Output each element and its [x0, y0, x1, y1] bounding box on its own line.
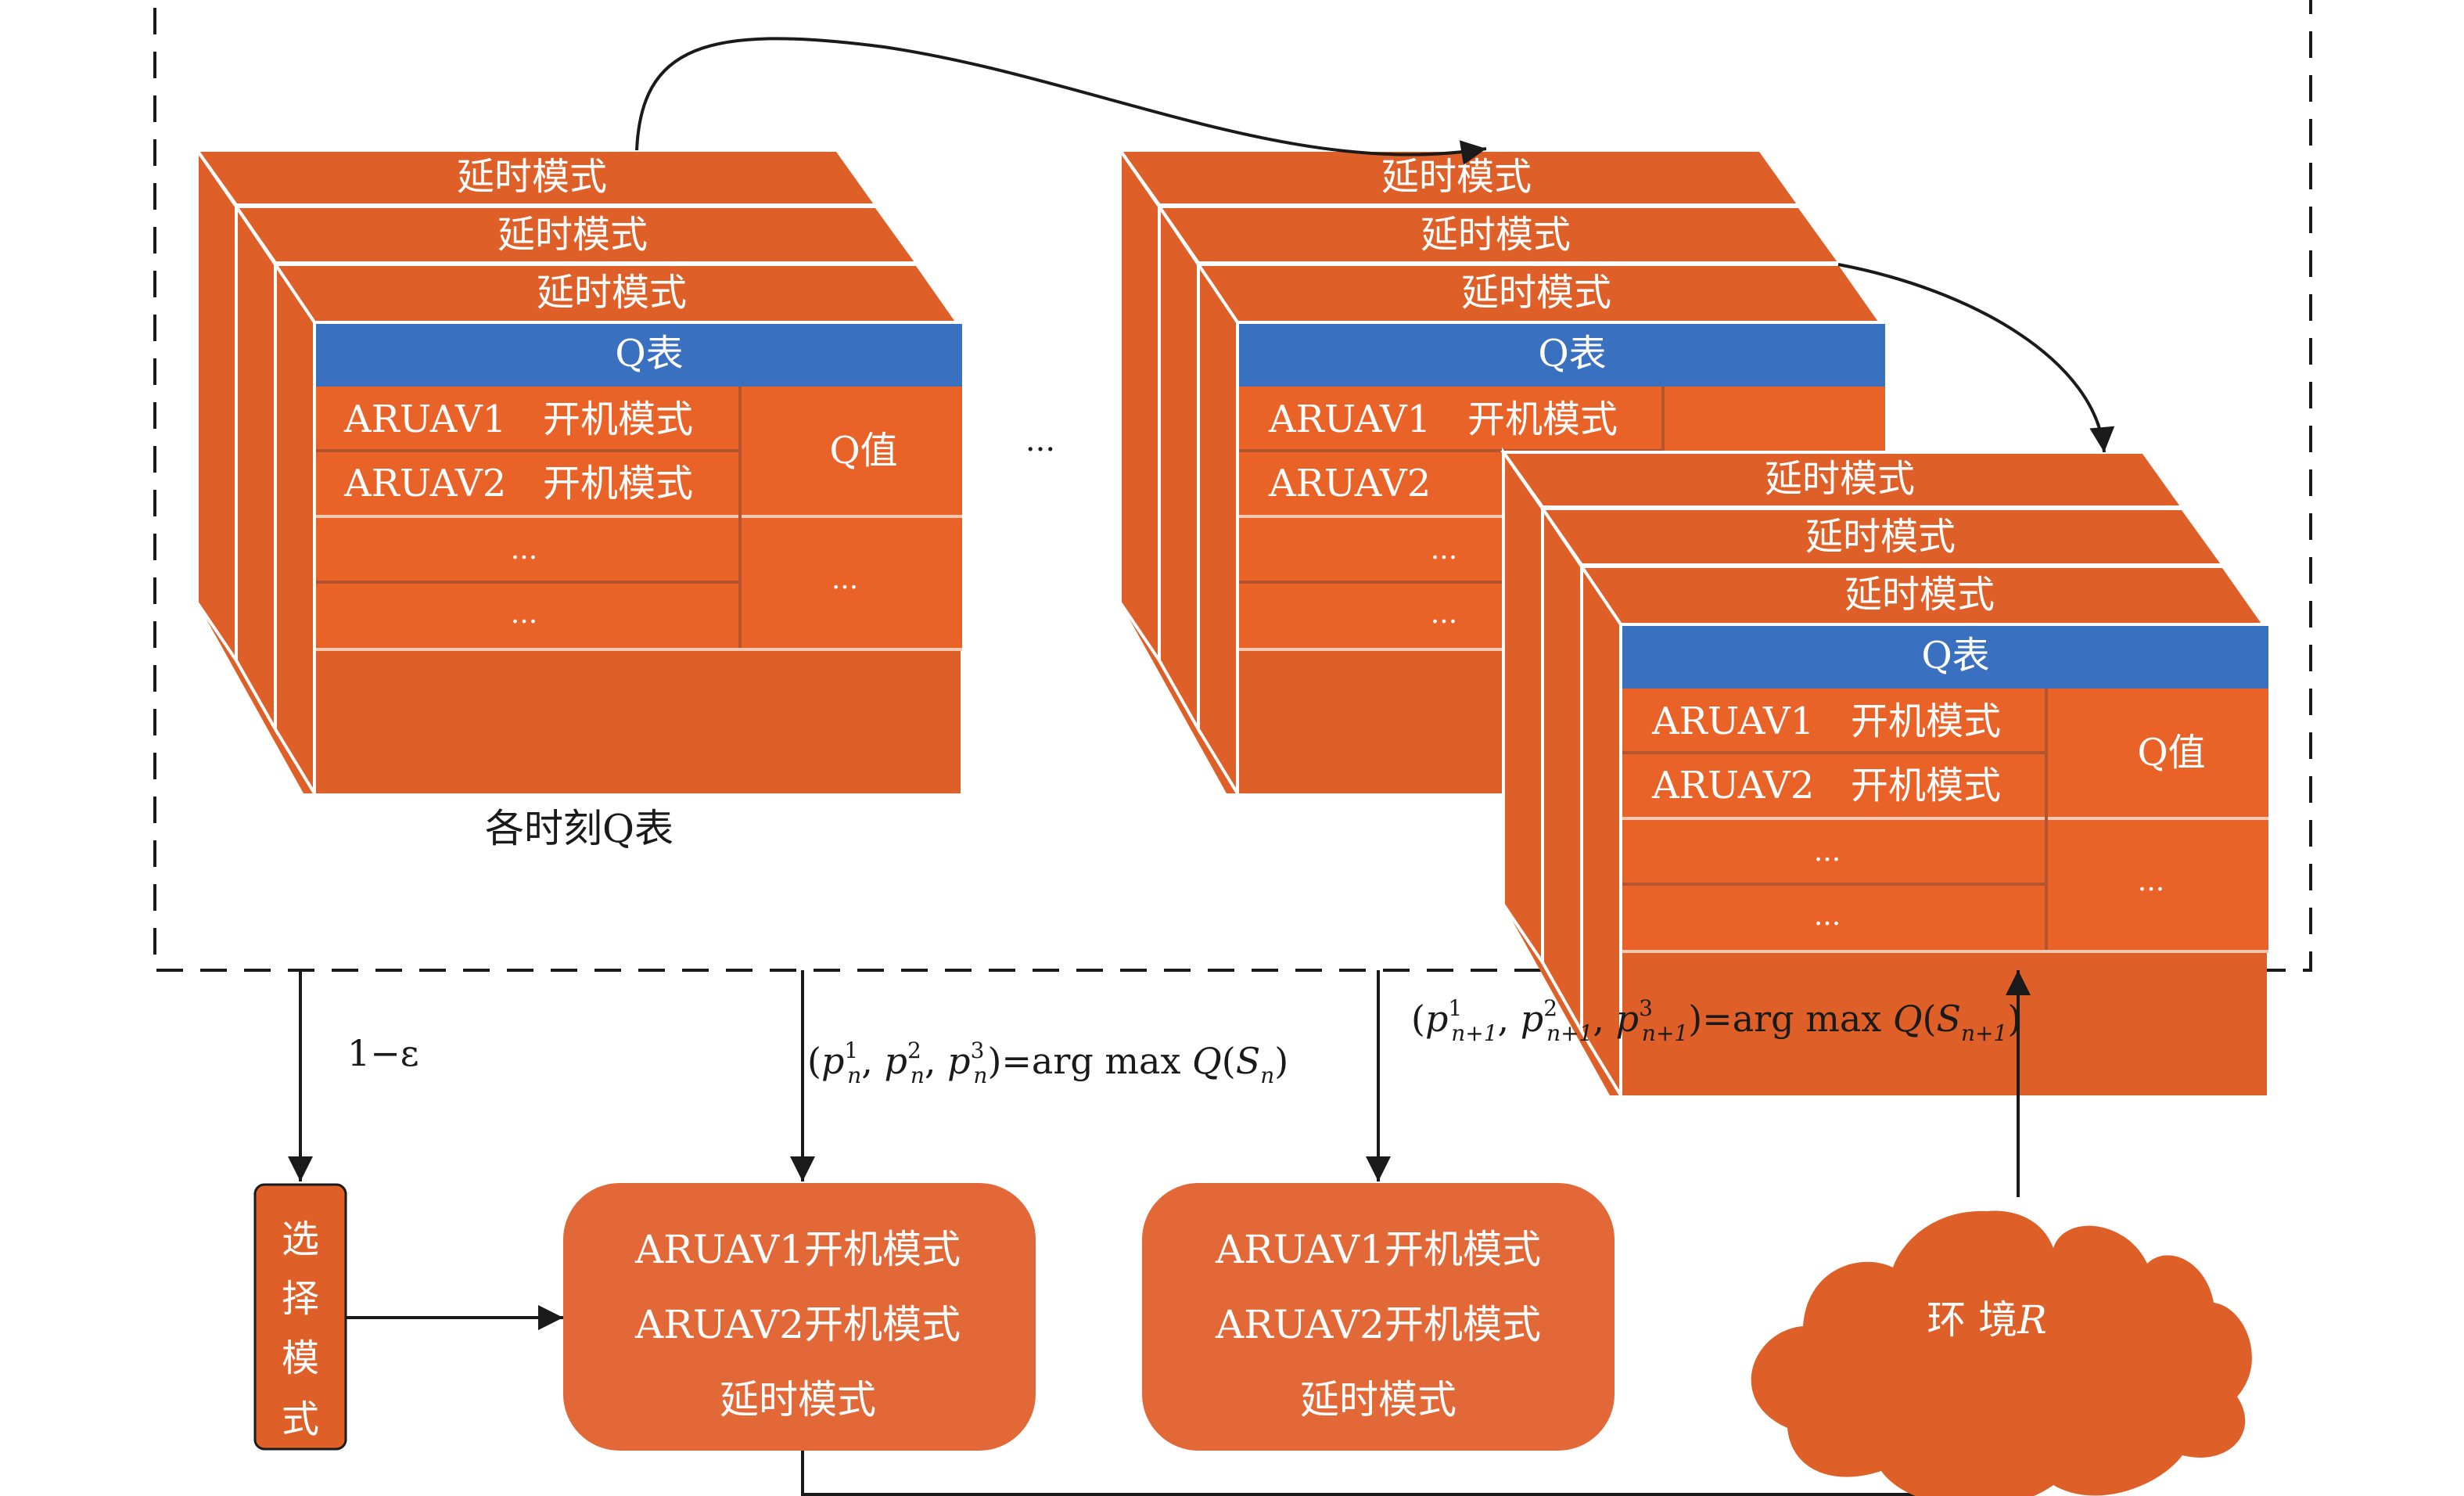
layer-label: 延时模式 — [1844, 573, 1995, 617]
action-line: ARUAV1开机模式 — [634, 1227, 961, 1272]
transition-arrow-2 — [1837, 263, 2115, 453]
row-mode: 开机模式 — [543, 462, 693, 505]
layer-label: 延时模式 — [1381, 155, 1532, 199]
action-line: 延时模式 — [720, 1377, 876, 1422]
mode-selector[interactable]: 选 择 模 式 — [253, 1183, 347, 1451]
epsilon-label: 1−ε — [347, 1032, 419, 1074]
row-ellipsis: ... — [1431, 598, 1457, 630]
layer-label: 延时模式 — [457, 155, 607, 199]
q-table-header — [316, 324, 962, 387]
row-mode: 开机模式 — [1851, 699, 2001, 743]
row-uav: ARUAV1 — [1268, 397, 1431, 441]
q-table-title: Q表 — [615, 332, 683, 376]
cube-3-labels: 延时模式 延时模式 延时模式 Q表 ARUAV1 开机模式 ARUAV2 开机模… — [1651, 457, 2206, 932]
layer-label: 延时模式 — [497, 213, 648, 257]
row-ellipsis: ... — [511, 598, 537, 630]
q-table-cube-3 — [1502, 451, 2268, 1097]
q-value-label: Q值 — [2137, 731, 2205, 775]
action-line: ARUAV2开机模式 — [1215, 1302, 1541, 1347]
action-line: ARUAV1开机模式 — [1215, 1227, 1541, 1272]
action-line: 延时模式 — [1300, 1377, 1456, 1422]
layer-label: 延时模式 — [1461, 271, 1611, 315]
row-mode: 开机模式 — [543, 397, 693, 441]
svg-text:(p1n+1, p2n+1, p3n+1)=arg max: (p1n+1, p2n+1, p3n+1)=arg max Q(Sn+1) — [1411, 995, 2021, 1046]
selector-char: 式 — [282, 1397, 319, 1441]
row-ellipsis: ... — [1814, 836, 1841, 868]
row-mode: 开机模式 — [1851, 764, 2001, 807]
environment-label: 环 境 — [1927, 1297, 2017, 1343]
layer-label: 延时模式 — [1765, 457, 1915, 501]
row-uav: ARUAV1 — [343, 397, 506, 441]
row-mode: 开机模式 — [1467, 397, 1618, 441]
svg-text:(p1n, p2n, p3n)=arg max Q(Sn): (p1n, p2n, p3n)=arg max Q(Sn) — [807, 1037, 1288, 1088]
cube-2-labels: 延时模式 延时模式 延时模式 Q表 ARUAV1 开机模式 ARUAV2 ...… — [1268, 155, 1618, 630]
row-uav: ARUAV2 — [1268, 462, 1431, 505]
q-value-label: Q值 — [829, 429, 897, 473]
q-value-ellipsis: ... — [832, 563, 858, 595]
q-table-title: Q表 — [1538, 332, 1606, 376]
svg-text:环 境R: 环 境R — [1927, 1297, 2047, 1343]
row-ellipsis: ... — [1814, 900, 1841, 932]
q-table-title: Q表 — [1921, 634, 1989, 678]
action-box-n1[interactable]: ARUAV1开机模式 ARUAV2开机模式 延时模式 — [1142, 1183, 1615, 1451]
row-ellipsis: ... — [1431, 534, 1457, 566]
environment-symbol: R — [2017, 1297, 2047, 1343]
cube-1-labels: 延时模式 延时模式 延时模式 Q表 ARUAV1 开机模式 ARUAV2 开机模… — [343, 155, 898, 630]
q-tables-container — [153, 0, 2312, 972]
q-table-cube-1 — [196, 149, 962, 795]
transition-arrow-1 — [635, 37, 1487, 165]
selector-char: 择 — [282, 1277, 319, 1321]
cubes-ellipsis: ... — [1025, 423, 1055, 459]
row-uav: ARUAV2 — [343, 462, 506, 505]
q-value-ellipsis: ... — [2138, 865, 2164, 897]
row-ellipsis: ... — [511, 534, 537, 566]
layer-label: 延时模式 — [1421, 213, 1571, 257]
layer-label: 延时模式 — [537, 271, 687, 315]
row-uav: ARUAV1 — [1651, 699, 1814, 743]
selector-char: 选 — [282, 1217, 319, 1261]
row-uav: ARUAV2 — [1651, 764, 1814, 807]
selector-char: 模 — [282, 1336, 319, 1380]
layer-label: 延时模式 — [1805, 515, 1956, 559]
environment-cloud[interactable]: 环 境R — [1751, 1210, 2252, 1496]
action-line: ARUAV2开机模式 — [634, 1302, 961, 1347]
action-box-n[interactable]: ARUAV1开机模式 ARUAV2开机模式 延时模式 — [563, 1183, 1036, 1451]
group-caption: 各时刻Q表 — [485, 806, 673, 851]
